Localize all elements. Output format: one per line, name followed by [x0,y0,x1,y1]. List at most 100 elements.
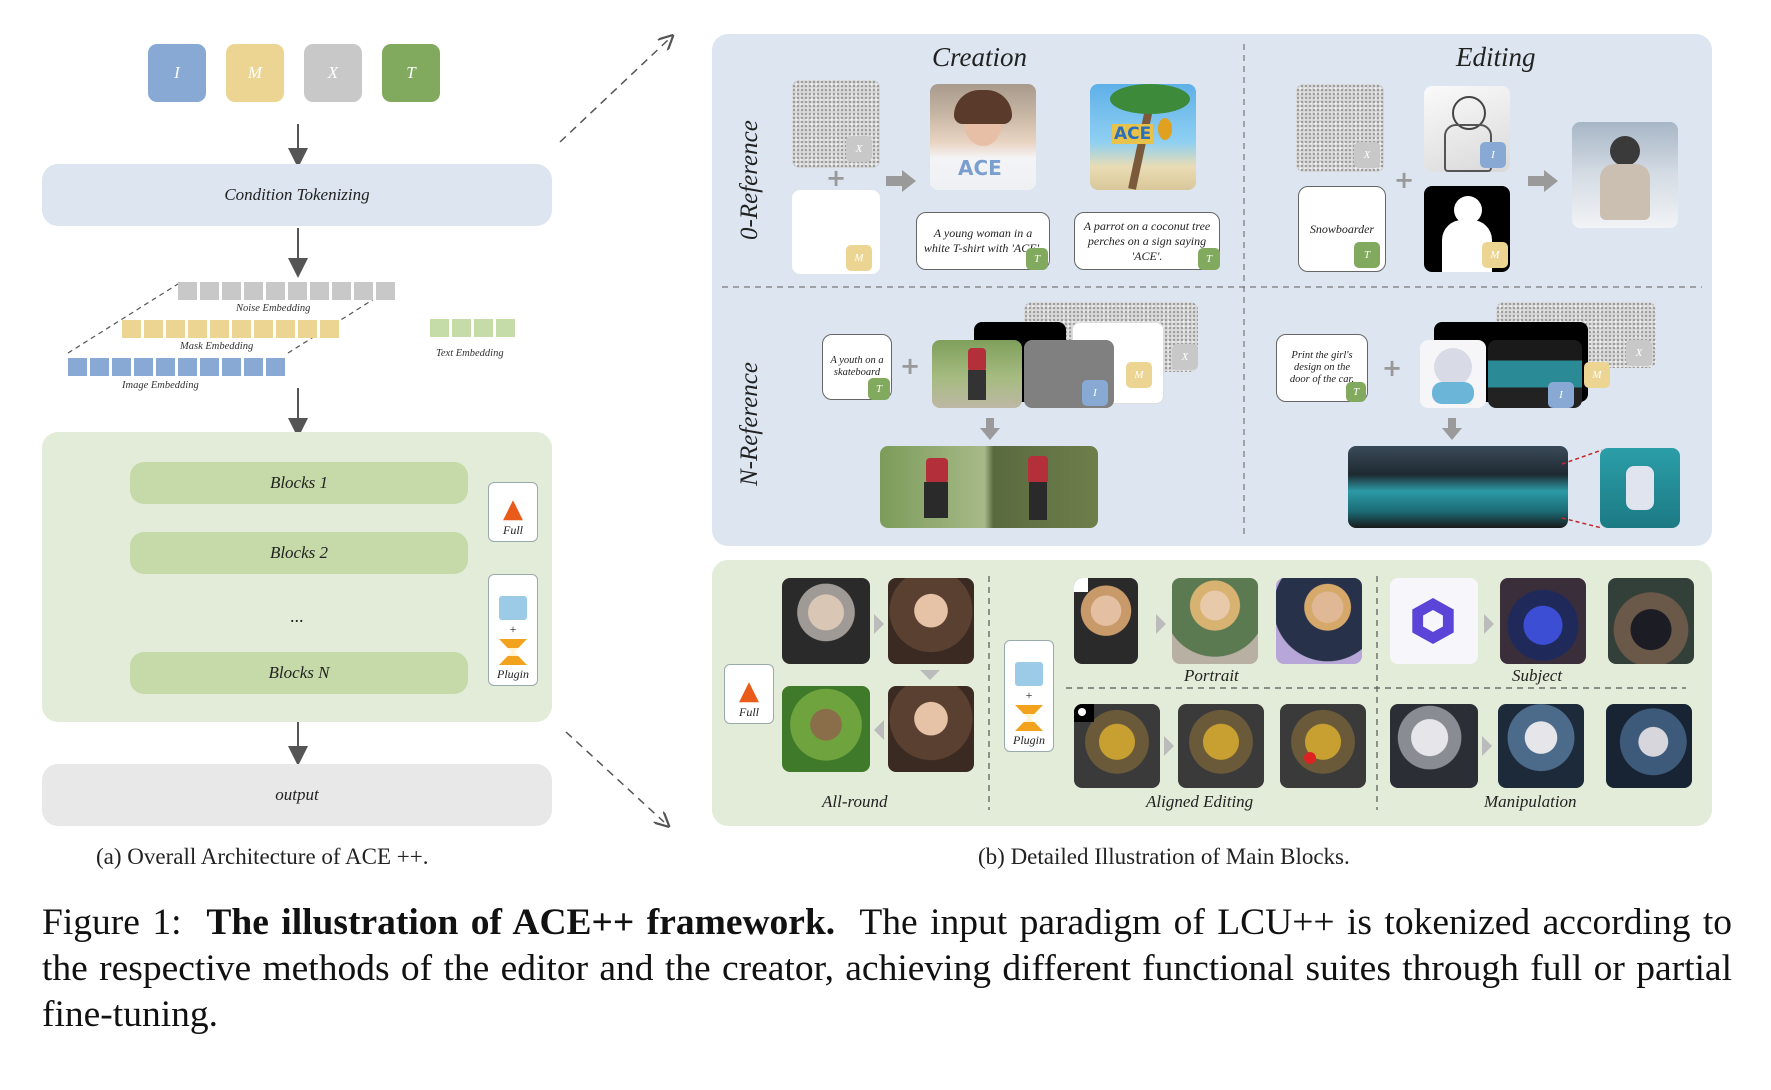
token-mask: M [226,44,284,102]
all-round-arrow-1-icon [874,614,884,634]
silhouette-tag: M [1482,242,1508,268]
n-editing-noise-tag: X [1626,340,1652,366]
manipulation-label: Manipulation [1484,792,1577,811]
n-creation-down-arrow-icon [980,418,1000,440]
editing-arrow-icon [1528,170,1558,192]
portrait-ref-image [1074,578,1138,664]
ice-cube-icon [499,596,527,620]
plugin-label: Plugin [497,667,529,681]
blocks-2-label: Blocks 2 [269,543,329,562]
elf-image-1 [888,578,974,664]
woman-image: ACE [930,84,1036,190]
condition-tokenizing-label: Condition Tokenizing [224,185,370,204]
robot-image-3 [1280,704,1366,788]
prompt-parrot-tag: T [1198,248,1220,270]
subject-label: Subject [1512,666,1563,685]
token-image-label: I [174,63,180,82]
editing-noise-tag: X [1354,142,1380,168]
all-round-label: All-round [822,792,888,811]
prompt-youth-tag: T [868,378,890,400]
n-editing-image-tag: I [1548,382,1574,408]
figure-caption: Figure 1: The illustration of ACE++ fram… [42,900,1732,1038]
n-editing-mask-tag: M [1584,362,1610,388]
fire-icon: ▲ [503,494,523,524]
n-creation-plus: + [900,352,921,380]
parrot-image: ACE [1090,84,1196,190]
tasks-full-badge: ▲ Full [724,664,774,724]
portrait-green-dress-image [1172,578,1258,664]
plugin-plus: + [509,622,517,636]
astronaut-image-1 [1390,704,1478,788]
token-text-label: T [406,63,416,82]
creation-mask-tag: M [846,245,872,271]
tasks-full-label: Full [739,705,759,719]
robot-ref-image [1074,704,1160,788]
robot-image-2 [1178,704,1264,788]
car-output-image [1348,446,1568,528]
anime-girl-image [1420,340,1486,408]
snowboarder-image [1572,122,1678,228]
tasks-plugin-plus: + [1025,688,1033,702]
tasks-fire-icon: ▲ [739,676,759,706]
tasks-plugin-label: Plugin [1013,733,1045,747]
detail-zoom-lines [1561,449,1603,529]
all-round-arrow-2-icon [920,670,940,680]
blocks-ellipsis: ... [290,606,304,626]
creation-noise-tag: X [846,136,872,162]
tasks-hourglass-icon [1015,705,1043,731]
n-reference-label: N-Reference [736,362,763,486]
car-door-detail-image [1600,448,1680,528]
figure-text: The input paradigm of LCU++ is tokenized… [42,902,1733,1035]
skater-ref-image [932,340,1022,408]
einstein-image [782,578,870,664]
astronaut-image-3 [1606,704,1692,788]
aligned-editing-label: Aligned Editing [1146,792,1254,811]
tasks-plugin-badge: + Plugin [1004,640,1054,752]
hourglass-icon [499,639,527,665]
mask-embedding-label: Mask Embedding [180,341,254,352]
editing-title: Editing [1456,42,1536,72]
token-mask-label: M [247,63,263,82]
creation-arrow-icon [886,170,916,192]
plugin-badge: + Plugin [488,574,538,686]
prompt-woman-tag: T [1026,248,1048,270]
image-embedding-label: Image Embedding [122,380,199,391]
n-creation-image-tag: I [1082,380,1108,406]
portrait-police-image [1276,578,1362,664]
token-noise-label: X [327,63,339,82]
portrait-arrow-icon [1156,614,1166,634]
figure-title: The illustration of ACE++ framework. [206,902,836,943]
n-creation-noise-tag: X [1172,344,1198,370]
blocks-1: Blocks 1 [130,462,468,504]
detail-dividers [722,44,1702,534]
subject-mug-image [1608,578,1694,664]
creation-plus: + [826,164,847,192]
tasks-ice-cube-icon [1015,662,1043,686]
aligned-arrow-icon [1164,736,1174,756]
manipulation-arrow-icon [1482,736,1492,756]
prompt-snowboarder-tag: T [1354,242,1380,268]
text-embedding-label: Text Embedding [436,348,504,359]
full-finetune-badge: ▲ Full [488,482,538,542]
blocks-1-label: Blocks 1 [269,473,329,492]
all-round-arrow-3-icon [874,720,884,740]
elf-image-2 [888,686,974,772]
editing-plus: + [1394,166,1415,194]
subject-arrow-icon [1484,614,1494,634]
token-text: T [382,44,440,102]
noise-embedding-label: Noise Embedding [236,303,311,314]
zero-reference-label: 0-Reference [736,120,763,240]
blocks-n: Blocks N [130,652,468,694]
full-label: Full [503,523,523,537]
condition-tokenizing-box: Condition Tokenizing [42,164,552,226]
caption-b: (b) Detailed Illustration of Main Blocks… [978,844,1350,869]
n-creation-mask-tag: M [1126,362,1152,388]
portrait-label: Portrait [1184,666,1239,685]
shirt-text: ACE [958,156,1002,180]
creation-title: Creation [932,42,1028,72]
caption-a: (a) Overall Architecture of ACE ++. [96,844,429,869]
sign-text: ACE [1112,124,1154,144]
output-box: output [42,764,552,826]
blocks-n-label: Blocks N [268,663,330,682]
token-image: I [148,44,206,102]
